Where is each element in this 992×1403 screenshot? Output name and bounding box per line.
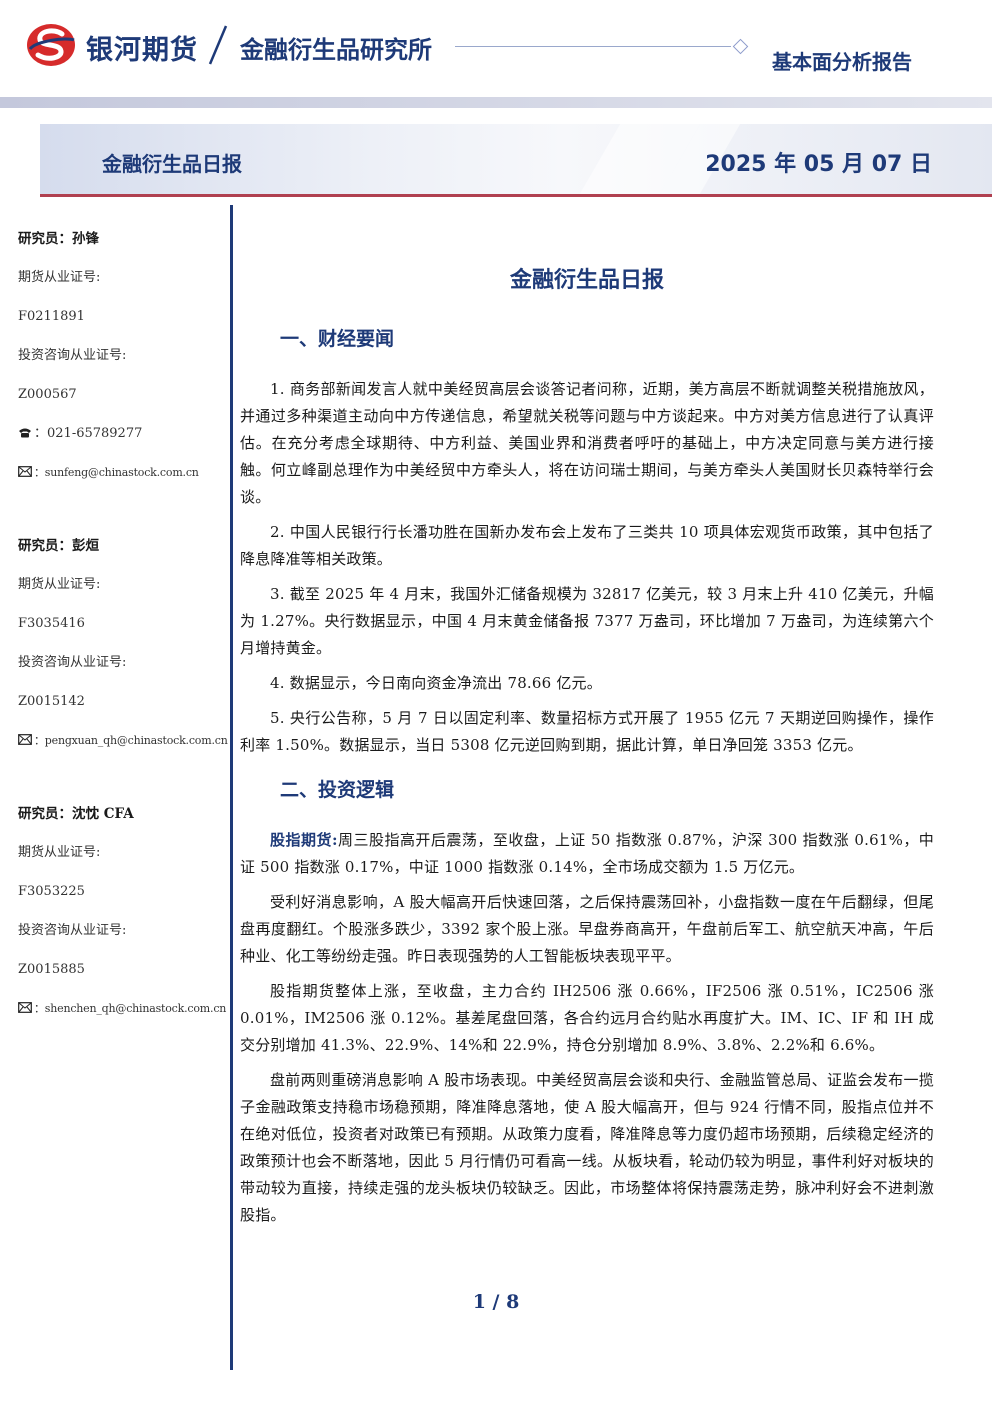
slash-divider [208,25,228,65]
report-date: 2025 年 05 月 07 日 [705,152,932,177]
logic-paragraph: 受利好消息影响，A 股大幅高开后快速回落，之后保持震荡回补，小盘指数一度在午后翻… [240,893,934,965]
news-paragraph: 4. 数据显示，今日南向资金净流出 78.66 亿元。 [270,674,602,692]
logic-paragraph: 股指期货整体上涨，至收盘，主力合约 IH2506 涨 0.66%，IF2506 … [240,982,934,1054]
email-link[interactable]: ：shenchen_qh@chinastock.com.cn [34,1002,227,1015]
email-row: ：shenchen_qh@chinastock.com.cn [18,998,228,1037]
institute-name: 金融衍生品研究所 [240,36,432,64]
header-rule [455,46,731,47]
email-icon [18,466,32,477]
report-type: 基本面分析报告 [772,50,912,74]
brand-name: 银河期货 [86,35,198,66]
researcher-name: 研究员：孙锋 [18,231,99,247]
banner-title: 金融衍生品日报 [102,152,242,176]
phone-icon [19,428,31,438]
futures-license-label: 期货从业证号: [18,577,101,592]
logic-paragraph: 股指期货:周三股指高开后震荡，至收盘，上证 50 指数涨 0.87%，沪深 30… [240,827,934,881]
news-paragraph: 3. 截至 2025 年 4 月末，我国外汇储备规模为 32817 亿美元，较 … [240,585,934,657]
section-heading-logic: 二、投资逻辑 [280,779,395,801]
galaxy-s-logo-icon [27,24,75,66]
email-icon [18,1002,32,1013]
consult-license-id: Z000567 [18,387,77,402]
main-content: 金融衍生品日报 一、财经要闻 1. 商务部新闻发言人就中美经贸高层会谈答记者问称… [240,262,934,1237]
title-banner: 金融衍生品日报 2025 年 05 月 07 日 [40,124,992,197]
news-paragraph: 2. 中国人民银行行长潘功胜在国新办发布会上发布了三类共 10 项具体宏观货币政… [240,523,934,568]
email-row: ：sunfeng@chinastock.com.cn [18,462,228,501]
phone-number: ：021-65789277 [34,426,143,441]
researcher-card: 研究员：彭烜 期货从业证号: F3035416 投资咨询从业证号: Z00151… [18,535,228,769]
consult-license-label: 投资咨询从业证号: [18,923,127,938]
consult-license-label: 投资咨询从业证号: [18,655,127,670]
researcher-name: 研究员：沈忱 CFA [18,806,134,822]
email-icon [18,734,32,745]
futures-license-label: 期货从业证号: [18,845,101,860]
researcher-name: 研究员：彭烜 [18,538,99,554]
email-link[interactable]: ：pengxuan_qh@chinastock.com.cn [34,734,228,747]
news-paragraph: 1. 商务部新闻发言人就中美经贸高层会谈答记者问称，近期，美方高层不断就调整关税… [240,380,934,506]
page-header: 银河期货 金融衍生品研究所 基本面分析报告 [0,0,992,110]
main-title: 金融衍生品日报 [509,268,664,293]
email-row: ：pengxuan_qh@chinastock.com.cn [18,730,228,769]
email-link[interactable]: ：sunfeng@chinastock.com.cn [34,466,199,479]
diamond-icon [732,38,749,55]
vertical-divider [230,205,233,1370]
consult-license-id: Z0015885 [18,962,85,977]
consult-license-id: Z0015142 [18,694,85,709]
futures-license-label: 期货从业证号: [18,270,101,285]
futures-license-id: F3035416 [18,616,85,631]
stock-index-futures-label: 股指期货: [270,831,338,849]
logic-paragraph: 盘前两则重磅消息影响 A 股市场表现。中美经贸高层会谈和央行、金融监管总局、证监… [240,1071,934,1224]
phone-row: ：021-65789277 [18,423,228,462]
header-band [0,97,992,108]
futures-license-id: F0211891 [18,309,85,324]
news-paragraph: 5. 央行公告称，5 月 7 日以固定利率、数量招标方式开展了 1955 亿元 … [240,709,934,754]
logic-lead-text: 周三股指高开后震荡，至收盘，上证 50 指数涨 0.87%，沪深 300 指数涨… [240,831,935,876]
researcher-sidebar: 研究员：孙锋 期货从业证号: F0211891 投资咨询从业证号: Z00056… [18,228,228,1071]
page-number: 1 / 8 [472,1291,520,1313]
futures-license-id: F3053225 [18,884,85,899]
consult-license-label: 投资咨询从业证号: [18,348,127,363]
researcher-card: 研究员：孙锋 期货从业证号: F0211891 投资咨询从业证号: Z00056… [18,228,228,501]
researcher-card: 研究员：沈忱 CFA 期货从业证号: F3053225 投资咨询从业证号: Z0… [18,803,228,1037]
section-heading-news: 一、财经要闻 [280,328,395,350]
